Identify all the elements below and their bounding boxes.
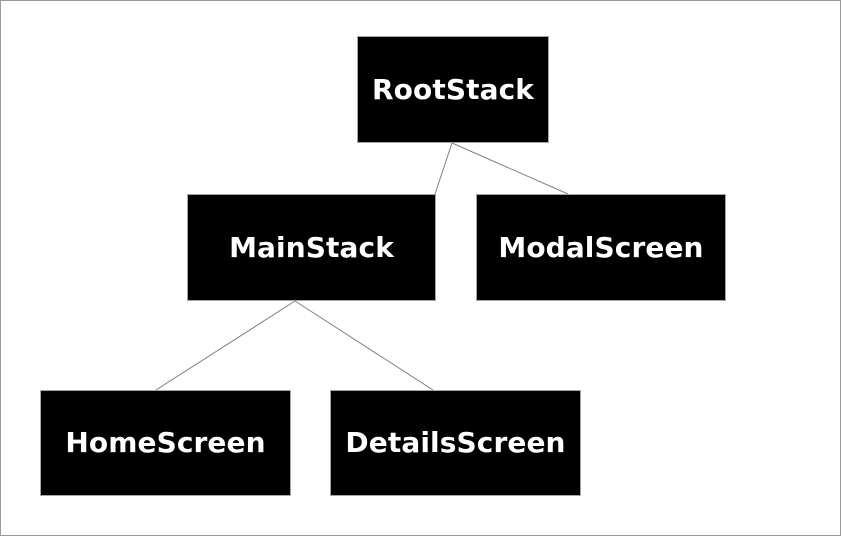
node-mainstack-label: MainStack <box>229 230 394 264</box>
node-detailsscreen[interactable]: DetailsScreen <box>330 390 581 496</box>
edge-mainstack-detailsscreen <box>294 300 434 391</box>
node-mainstack[interactable]: MainStack <box>187 194 436 301</box>
edge-mainstack-homescreen <box>155 300 296 391</box>
node-detailsscreen-label: DetailsScreen <box>345 426 566 459</box>
node-rootstack-label: RootStack <box>372 72 534 106</box>
node-rootstack[interactable]: RootStack <box>357 36 549 143</box>
edge-rootstack-modalscreen <box>451 142 569 195</box>
node-modalscreen[interactable]: ModalScreen <box>476 194 726 301</box>
edge-rootstack-mainstack <box>434 142 453 195</box>
edge-group <box>155 142 569 391</box>
node-modalscreen-label: ModalScreen <box>498 230 704 264</box>
node-homescreen[interactable]: HomeScreen <box>40 390 291 496</box>
node-homescreen-label: HomeScreen <box>65 426 266 459</box>
